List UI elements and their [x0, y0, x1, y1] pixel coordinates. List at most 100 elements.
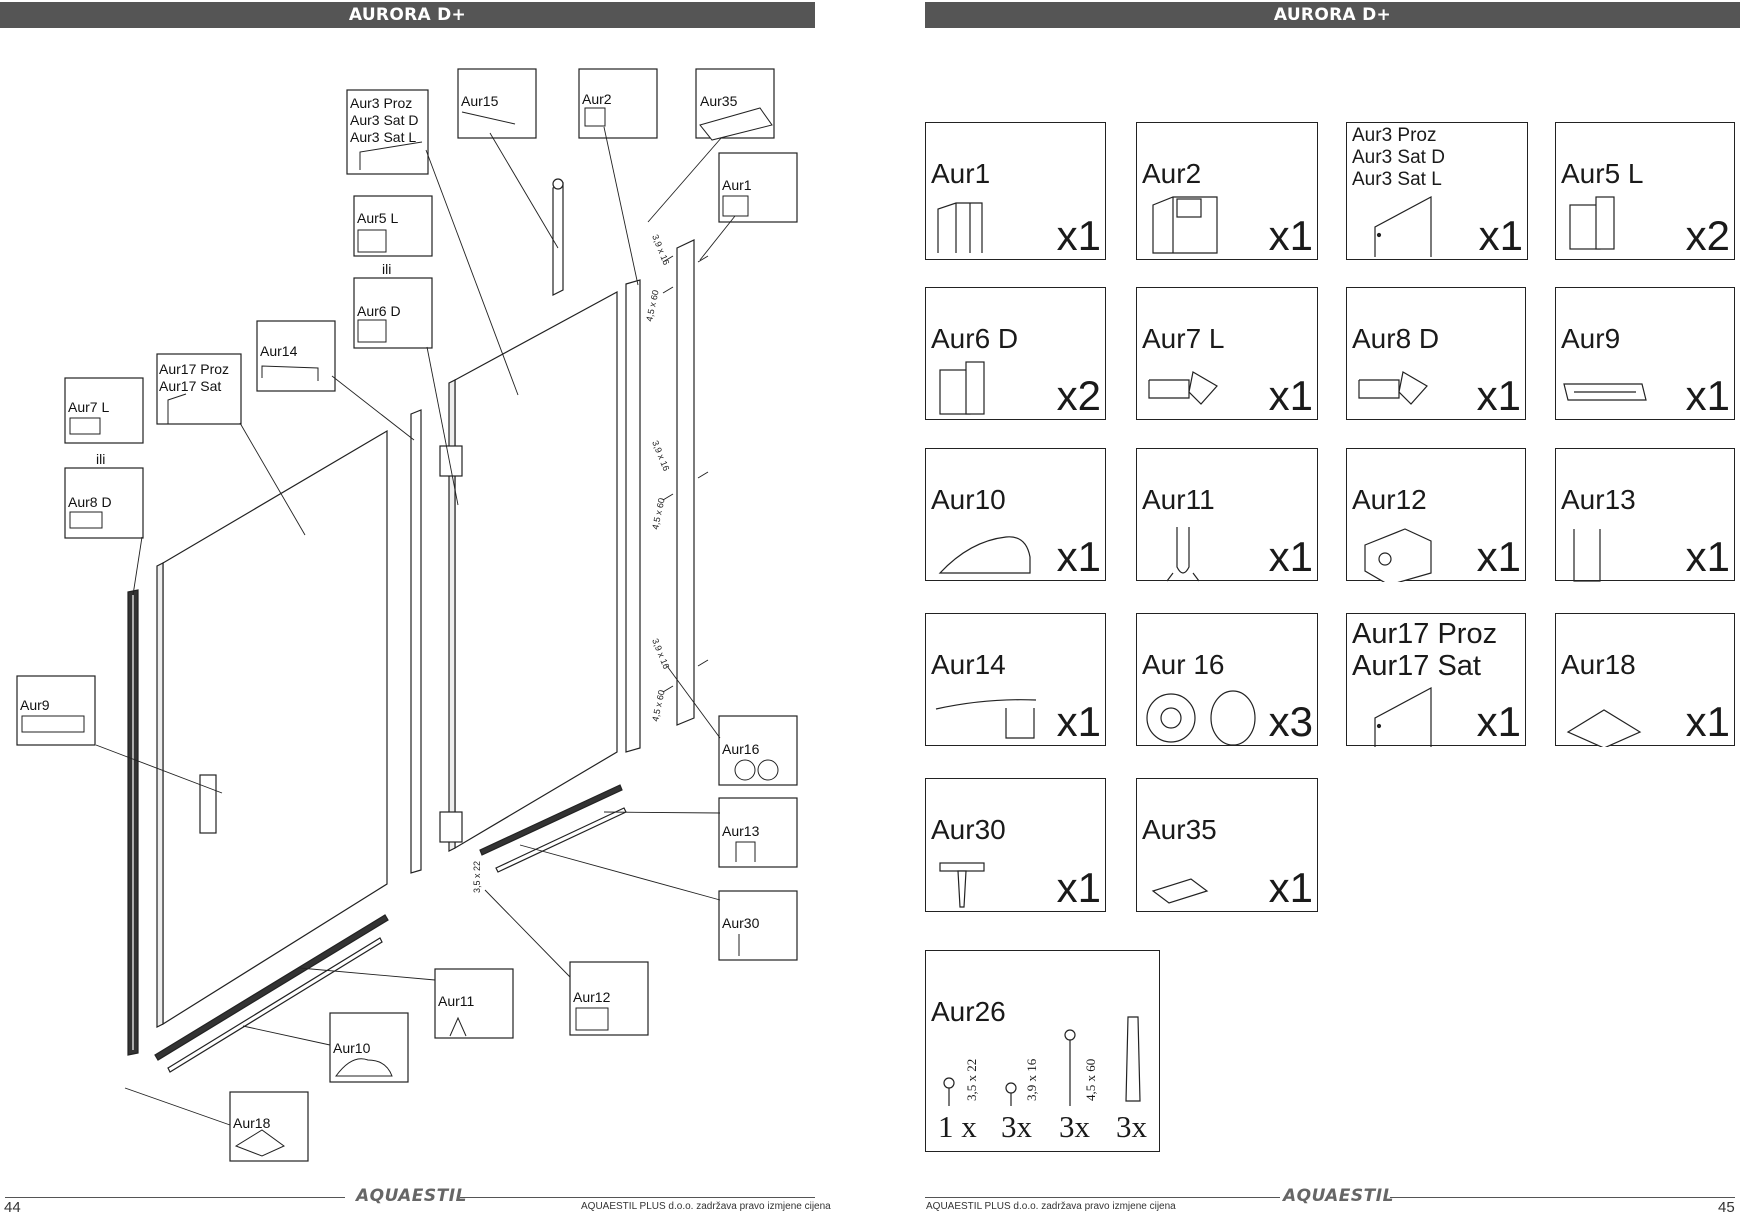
callout-aur3-line3: Aur3 Sat L: [350, 129, 416, 145]
callout-aur17-line1: Aur17 Proz: [159, 361, 229, 377]
part-name: Aur14: [931, 649, 1006, 680]
callout-aur2: Aur2: [582, 91, 612, 107]
part-name: Aur30: [931, 814, 1006, 845]
callout-aur11: Aur11: [438, 993, 475, 1009]
screw-label: 4,5 x 60: [650, 497, 666, 530]
part-name: Aur9: [1561, 323, 1621, 354]
callout-aur12: Aur12: [573, 989, 611, 1005]
callout-aur5l: Aur5 L: [357, 210, 398, 226]
callout-boxes: [16, 68, 798, 1162]
page-number-left: 44: [4, 1199, 21, 1216]
callout-aur15: Aur15: [461, 93, 499, 109]
plug-icon: [939, 862, 985, 908]
cap-icon: [1146, 690, 1256, 746]
glass-panel-icon: [1374, 686, 1432, 747]
handle-profile-icon: [1358, 371, 1428, 405]
part-card-aur12: Aur12 x1: [1346, 448, 1526, 582]
callout-aur30: Aur30: [722, 915, 760, 931]
header-left: AURORA D+: [0, 2, 815, 28]
profile-icon: [937, 202, 983, 253]
part-name: Aur3 Proz Aur3 Sat D Aur3 Sat L: [1352, 125, 1445, 190]
glass-panel-icon: [1374, 195, 1432, 257]
part-name: Aur11: [1142, 484, 1215, 515]
handle-profile-icon: [1148, 371, 1218, 405]
part-quantity: x1: [1268, 533, 1313, 580]
part-name: Aur13: [1561, 484, 1636, 515]
footer-text-right: AQUAESTIL PLUS d.o.o. zadržava pravo izm…: [926, 1201, 1176, 1212]
part-card-aur14: Aur14 x1: [925, 613, 1106, 746]
part-quantity: x1: [1268, 864, 1313, 911]
part-name: Aur35: [1142, 814, 1217, 845]
part-quantity: x1: [1476, 372, 1521, 419]
part-card-aur9: Aur9 x1: [1555, 287, 1735, 420]
part-name: Aur2: [1142, 158, 1202, 189]
callout-aur9: Aur9: [20, 697, 50, 713]
hinge-icon: [939, 361, 985, 415]
callout-aur16: Aur16: [722, 741, 760, 757]
part-name: Aur5 L: [1561, 158, 1644, 189]
part-card-aur11: Aur11 x1: [1136, 448, 1318, 582]
towel-bar-icon: [1563, 383, 1647, 401]
part-name: Aur8 D: [1352, 323, 1440, 354]
part-name: Aur7 L: [1142, 323, 1225, 354]
callout-aur35: Aur35: [700, 93, 738, 109]
part-quantity: x1: [1476, 698, 1521, 745]
logo-left: AQUAESTIL: [356, 1186, 467, 1206]
part-quantity: x1: [1478, 212, 1523, 259]
part-quantity: x1: [1268, 212, 1313, 259]
hinge-icon: [1569, 196, 1615, 250]
part-quantity: x1: [1056, 698, 1101, 745]
part-card-aur35: Aur35 x1: [1136, 778, 1318, 912]
fastener-dim: 3,5 x 22: [964, 1058, 979, 1101]
part-name: Aur12: [1352, 484, 1427, 515]
part-quantity: x1: [1056, 864, 1101, 911]
wall-profile-icon: [1152, 196, 1218, 254]
part-card-aur17-proz: Aur17 Proz Aur17 Sat x1: [1346, 613, 1526, 747]
part-name: Aur 16: [1142, 649, 1225, 680]
threshold-icon: [938, 536, 1031, 574]
fastener-count: 3x: [1001, 1109, 1032, 1144]
fastener-count: 3x: [1116, 1109, 1147, 1144]
logo-right: AQUAESTIL: [1283, 1186, 1394, 1206]
screw-label: 3,9 x 16: [650, 233, 671, 266]
header-right: AURORA D+: [925, 2, 1740, 28]
part-card-aur13: Aur13 x1: [1555, 448, 1735, 582]
callout-aur6d: Aur6 D: [357, 303, 401, 319]
callout-aur8d: Aur8 D: [68, 494, 112, 510]
part-card-aur2: Aur2 x1: [1136, 122, 1318, 260]
fastener-card-aur26: Aur26 3,5 x 22 3,9 x 16 4,5 x 60 1 x 3x …: [925, 950, 1160, 1152]
cover-icon: [1151, 878, 1209, 904]
callout-aur10: Aur10: [333, 1040, 371, 1056]
screw-label: 3,9 x 16: [650, 637, 671, 670]
callout-aur18: Aur18: [233, 1115, 271, 1131]
callout-aur14: Aur14: [260, 343, 298, 359]
page-number-right: 45: [1718, 1199, 1735, 1216]
part-name: Aur17 Proz Aur17 Sat: [1352, 618, 1498, 683]
screw-set-icon: [943, 1016, 1141, 1106]
fastener-dim: 3,9 x 16: [1024, 1058, 1039, 1101]
screw-label: 3,5 x 22: [472, 861, 482, 893]
callout-ili-2: ili: [96, 451, 105, 467]
callout-aur13: Aur13: [722, 823, 760, 839]
part-name: Aur1: [931, 158, 991, 189]
callout-aur3-line1: Aur3 Proz: [350, 95, 412, 111]
fastener-card-name: Aur26: [931, 996, 1006, 1027]
part-name: Aur6 D: [931, 323, 1019, 354]
screw-label: 4,5 x 60: [644, 289, 660, 322]
callout-aur1: Aur1: [722, 177, 752, 193]
seal-icon: [1166, 527, 1200, 582]
part-quantity: x1: [1685, 533, 1730, 580]
callout-aur3-line2: Aur3 Sat D: [350, 112, 418, 128]
seal-strip-icon: [935, 699, 1037, 739]
part-quantity: x1: [1268, 372, 1313, 419]
part-quantity: x1: [1476, 533, 1521, 580]
screw-label: 3,9 x 16: [650, 439, 671, 472]
part-card-aur30: Aur30 x1: [925, 778, 1106, 912]
corner-icon: [1566, 709, 1642, 747]
part-quantity: x1: [1685, 372, 1730, 419]
part-quantity: x1: [1056, 533, 1101, 580]
